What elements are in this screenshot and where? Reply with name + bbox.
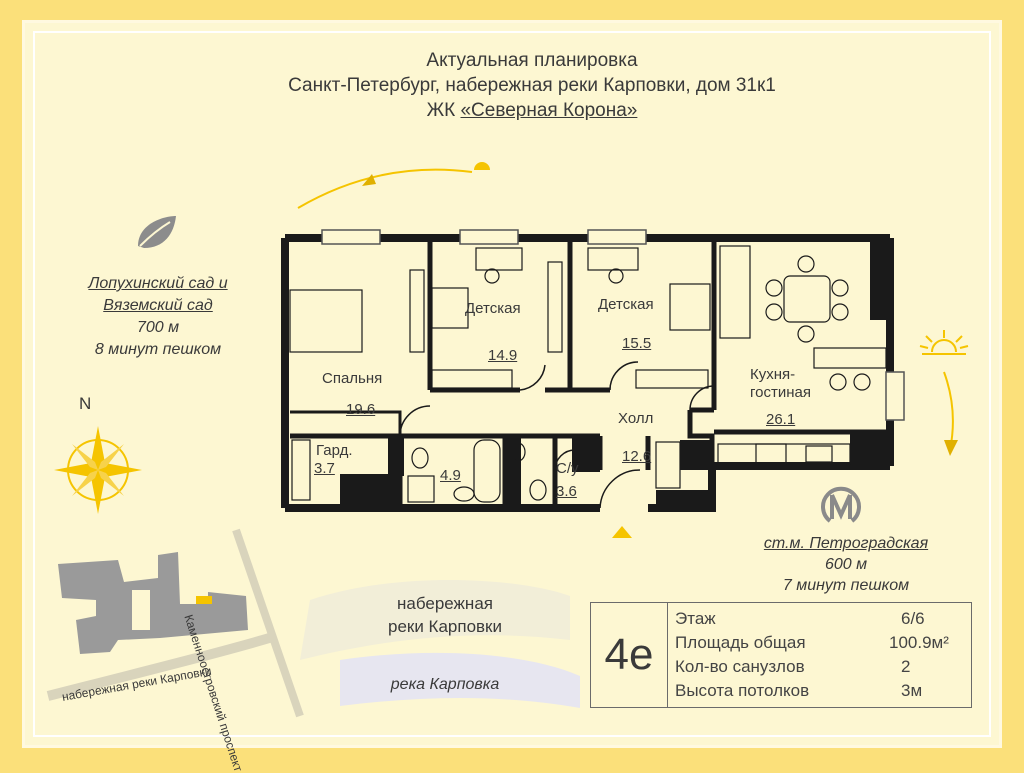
info-value-area: 100.9м² [889, 633, 949, 652]
info-value-bathrooms: 2 [901, 657, 911, 676]
sun-icon [474, 162, 490, 170]
unit-number: 4е [591, 603, 668, 707]
room-bath-area: 4.9 [440, 467, 461, 484]
leaf-icon [138, 216, 176, 248]
room-wc-name: С/у [556, 460, 579, 477]
compass-rose-icon [54, 426, 142, 514]
compass-north-label: N [79, 394, 92, 413]
site-map [46, 528, 580, 718]
park-name-2: Вяземский сад [103, 297, 213, 314]
target-building [196, 596, 212, 604]
river-label: река Карповка [390, 676, 500, 693]
room-kids2-area: 15.5 [622, 335, 652, 352]
room-bedroom-area: 19.6 [346, 401, 376, 418]
embankment-label-1: набережная [397, 594, 493, 613]
room-kitchen-name-1: Кухня- [750, 366, 796, 383]
header-title: Актуальная планировка [426, 50, 638, 71]
info-label-ceiling: Высота потолков [675, 681, 810, 700]
room-wardrobe-area: 3.7 [314, 460, 335, 477]
room-kids1-area: 14.9 [488, 347, 518, 364]
info-value-ceiling: 3м [901, 681, 923, 700]
embankment-label-2: реки Карповки [387, 617, 502, 636]
metro-distance: 600 м [824, 556, 868, 573]
apartment-info-table: 4е Этаж 6/6 Площадь общая 100.9м² Кол-во… [590, 602, 972, 708]
building-footprints [58, 552, 248, 654]
metro-walk: 7 минут пешком [782, 577, 910, 594]
entrance-marker-icon [612, 526, 632, 538]
park-distance: 700 м [136, 319, 180, 336]
room-hall-name: Холл [618, 410, 654, 427]
room-kids1-name: Детская [465, 300, 521, 317]
direction-arrow-icon [362, 174, 376, 186]
info-label-area: Площадь общая [675, 633, 806, 652]
park-name-1: Лопухинский сад и [88, 275, 228, 292]
floor-plan [281, 229, 905, 512]
direction-arrow-icon [944, 440, 958, 456]
complex-link[interactable]: «Северная Корона» [460, 100, 638, 121]
room-wardrobe-name: Гард. [316, 442, 353, 459]
metro-name: ст.м. Петроградская [763, 535, 929, 552]
room-hall-area: 12.6 [622, 448, 652, 465]
room-kitchen-area: 26.1 [766, 411, 796, 428]
park-walk: 8 минут пешком [94, 341, 222, 358]
sun-path-top [297, 162, 490, 209]
info-label-floor: Этаж [675, 609, 716, 628]
metro-logo-icon [821, 486, 861, 523]
embankment-area [300, 579, 570, 660]
sun-icon [919, 330, 969, 355]
room-wc-area: 3.6 [556, 483, 577, 500]
river-area [340, 652, 580, 708]
info-label-bathrooms: Кол-во санузлов [675, 657, 805, 676]
info-value-floor: 6/6 [901, 609, 925, 628]
room-kids2-name: Детская [598, 296, 654, 313]
header-complex: ЖК «Северная Корона» [300, 100, 764, 122]
complex-prefix: ЖК [426, 100, 461, 121]
room-bedroom-name: Спальня [322, 370, 383, 387]
header-address: Санкт-Петербург, набережная реки Карповк… [288, 75, 776, 96]
room-kitchen-name-2: гостиная [750, 384, 811, 401]
sun-path-right [943, 371, 954, 451]
